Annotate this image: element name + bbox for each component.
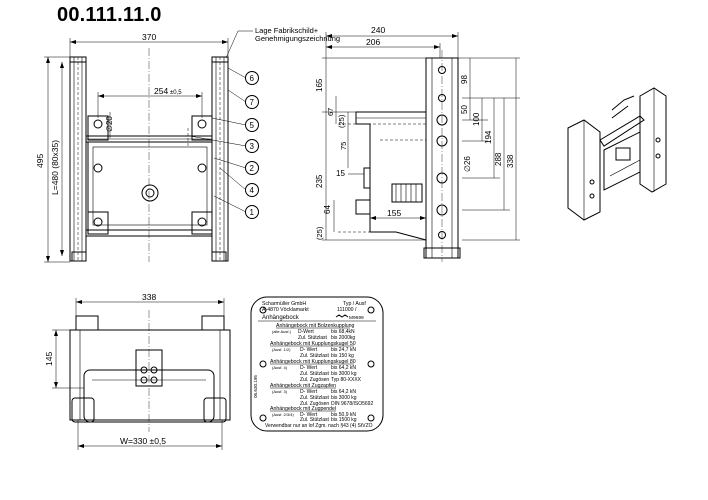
top-dim-width-w: W=330 ±0,5: [120, 436, 166, 446]
side-dim-288: 288: [494, 152, 503, 166]
plate-s4-r3-b: Zul. Zugösen: [300, 401, 329, 407]
plate-s3-r3-b: Zul. Zugösen: [300, 377, 329, 383]
dim-height-495: 495: [35, 154, 45, 168]
side-dim-67: 67: [326, 108, 335, 116]
plate-s3-r3-c: Typ 80-XXXX: [331, 377, 362, 383]
side-dim-240: 240: [371, 25, 385, 35]
plate-s3-r2-b: Zul. Stützlast: [300, 371, 330, 377]
dim-hole-diameter: ∅20: [105, 116, 114, 132]
plate-s5-r1-c: bis 50,9 kN: [331, 412, 356, 418]
plate-s1-r1-a: (alle Ausf.): [272, 329, 292, 334]
callout-6: 6: [250, 74, 255, 83]
side-dim-100: 100: [472, 112, 481, 126]
plate-s1-r1-c: bis 68,4kN: [331, 329, 355, 335]
side-dim-235: 235: [315, 174, 324, 188]
side-view: 240 206: [315, 25, 520, 262]
plate-s4-r1-b: D- Wert: [300, 389, 318, 395]
plate-s2-r1-c: bis 24,7 kN: [331, 347, 356, 353]
plate-section-3-header: Anhängebock mit Kupplungskugel 80: [270, 359, 356, 365]
type-plate: Scharmüller GmbH A-4870 Vöcklamarkt Typ …: [250, 296, 384, 432]
plate-code: 06.630.195: [253, 375, 258, 398]
side-dim-206: 206: [366, 37, 380, 47]
dim-width-370: 370: [142, 32, 156, 42]
plate-logo-text: M9699: [349, 315, 364, 321]
callout-4: 4: [250, 186, 255, 195]
plate-section-4-header: Anhängebock mit Zugzapfen: [270, 383, 336, 389]
plate-type-value: 111000 /: [337, 307, 357, 313]
note-line-1: Lage Fabrikschild+: [255, 26, 319, 35]
plate-section-2-header: Anhängebock mit Kupplungskugel 50: [270, 341, 356, 347]
drawing-number: 00.111.11.0: [57, 4, 162, 26]
dim-bolt-spacing: 254: [154, 86, 168, 96]
callout-5: 5: [250, 121, 255, 130]
note-line-2: Genehmigungszeichnung: [255, 34, 340, 43]
plate-s3-r2-c: bis 3000 kg: [331, 371, 357, 377]
plate-s4-r3-c: DIN 9678/ISO5692: [331, 401, 373, 407]
dim-length-l: L=480 (80x35): [50, 140, 60, 195]
plate-s2-r2-c: bis 150 kg: [331, 353, 354, 359]
plate-s5-r2-c: bis 1500 kg: [331, 417, 357, 423]
plate-type-label: Typ / Ausf: [343, 301, 366, 307]
top-view: 338 145 W=330 ±0,5: [44, 292, 231, 450]
plate-s4-r1-a: (Ausf. 3): [272, 389, 288, 394]
dim-bolt-tolerance: ±0,5: [170, 90, 182, 96]
plate-s5-r2-b: Zul. Stützlast: [300, 417, 330, 423]
side-dim-155: 155: [387, 208, 401, 218]
callout-3: 3: [250, 142, 255, 151]
plate-s3-r1-a: (Ausf. 4): [272, 365, 288, 370]
plate-s3-r1-c: bis 64,2 kN: [331, 365, 356, 371]
plate-s4-r2-c: bis 3000 kg: [331, 395, 357, 401]
plate-s2-r1-b: D- Wert: [300, 347, 318, 353]
top-dim-338: 338: [142, 292, 156, 302]
isometric-view: [567, 87, 667, 221]
plate-footer: Verwendbar nur an lof Zgm. nach §43 (4) …: [265, 423, 373, 429]
front-view: 370: [35, 26, 340, 263]
side-dim-50: 50: [460, 105, 469, 114]
side-dim-194: 194: [484, 130, 493, 144]
plate-section-5-header: Anhängebock mit Zugpendel: [270, 406, 336, 412]
plate-s3-r1-b: D- Wert: [300, 365, 318, 371]
top-dim-145: 145: [44, 352, 54, 366]
plate-product: Anhängebock: [262, 315, 300, 321]
plate-s5-r1-a: (Ausf. 2/3/4): [272, 412, 294, 417]
side-dim-25-top: (25): [337, 114, 346, 128]
callout-7: 7: [250, 98, 255, 107]
side-dim-338: 338: [506, 154, 515, 168]
side-dim-25-bottom: (25): [315, 226, 324, 240]
plate-s1-r1-b: D-Wert: [298, 329, 314, 335]
plate-address: A-4870 Vöcklamarkt: [262, 307, 309, 313]
callout-2: 2: [250, 164, 255, 173]
side-dim-15: 15: [336, 169, 345, 178]
callout-1: 1: [250, 208, 255, 217]
plate-s1-r2-c: bis 2000kg: [331, 335, 355, 341]
side-dim-165: 165: [315, 78, 324, 92]
side-dim-75: 75: [339, 142, 348, 150]
callouts: 6 7 5 3 2 4 1: [189, 67, 259, 219]
side-dim-64: 64: [323, 205, 332, 214]
side-dim-98: 98: [460, 75, 469, 84]
plate-s2-r1-a: (Ausf. 1/2): [272, 347, 291, 352]
plate-section-1-header: Anhängebock mit Bolzenkupplung: [276, 323, 355, 329]
plate-company: Scharmüller GmbH: [262, 301, 306, 307]
plate-logo-icon: [335, 314, 349, 318]
plate-s4-r1-c: bis 64,2 kN: [331, 389, 356, 395]
plate-s1-r2-b: Zul. Stützlast: [298, 335, 328, 341]
plate-s4-r2-b: Zul. Stützlast: [300, 395, 330, 401]
plate-s5-r1-b: D- Wert: [300, 412, 318, 418]
side-dim-diameter-26: ∅26: [463, 156, 472, 172]
plate-s2-r2-b: Zul. Stützlast: [300, 353, 330, 359]
